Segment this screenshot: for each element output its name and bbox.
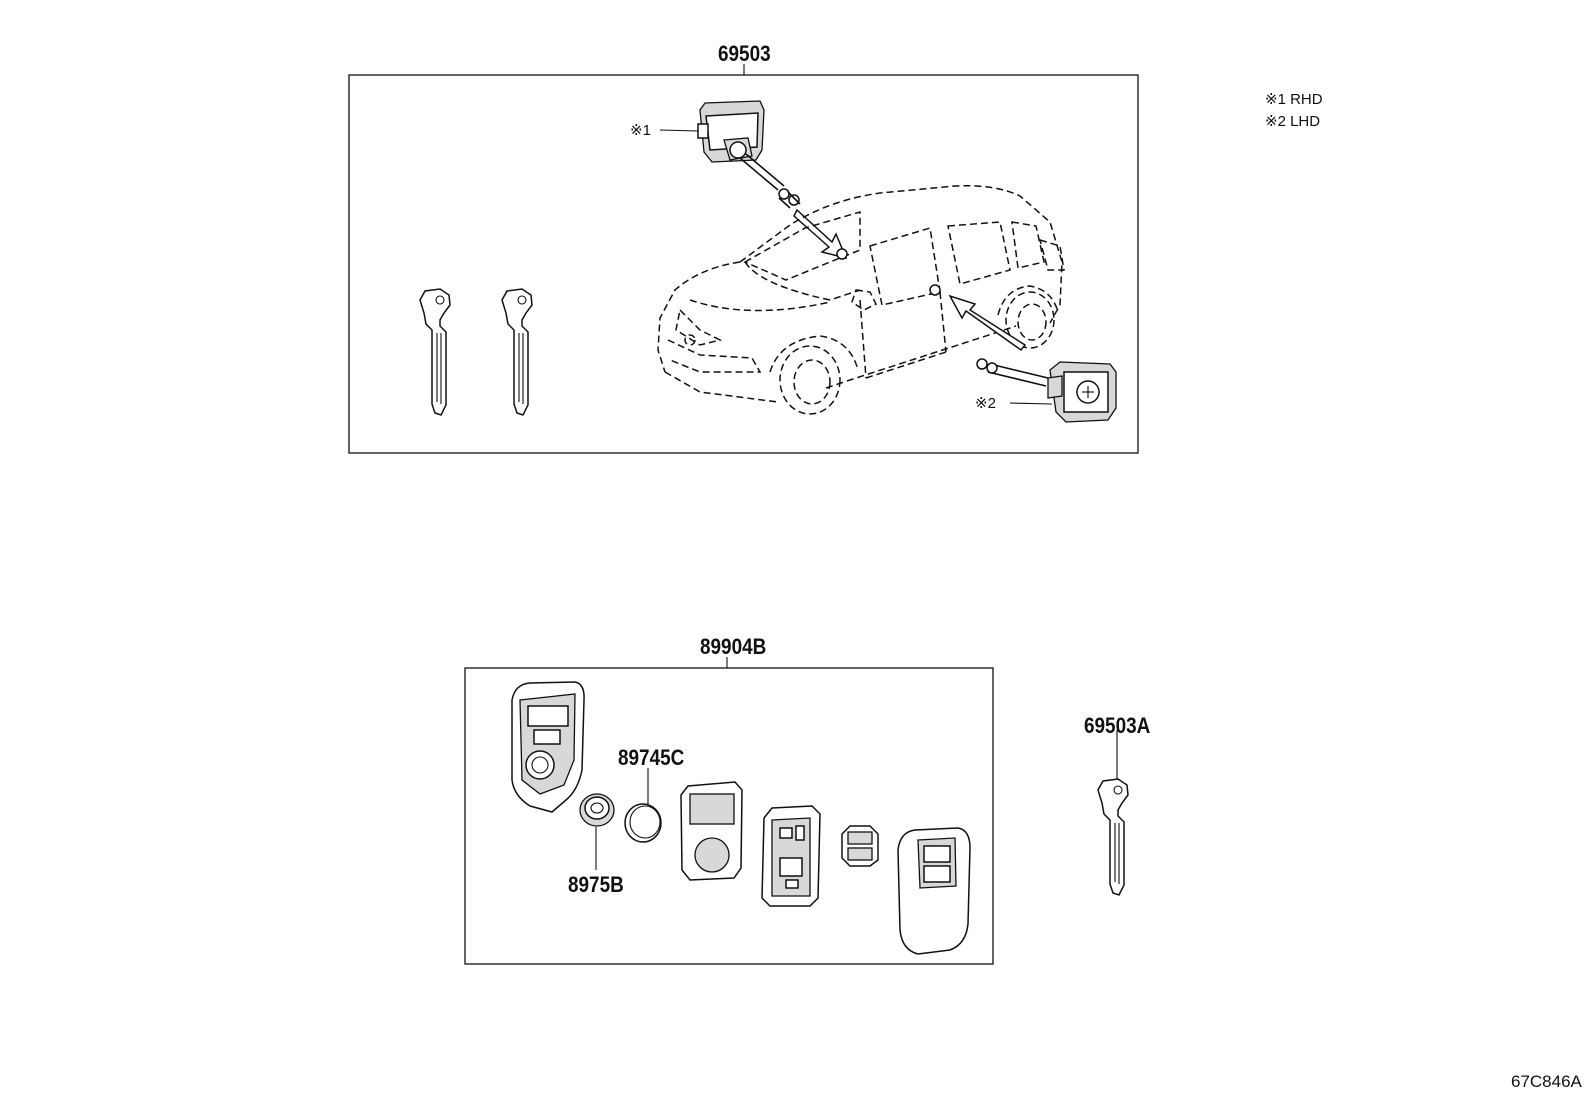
rhd-callout-leader: [659, 129, 699, 132]
legend-marker: ※1: [1265, 91, 1286, 108]
diagram-code: 67C846A: [1511, 1072, 1582, 1091]
loose-key-part-number: 69503A: [1084, 713, 1151, 738]
legend-marker: ※2: [1265, 113, 1286, 130]
emergency-key-blade: [1097, 778, 1129, 896]
rhd-pointer-arrow: [793, 208, 848, 260]
cover-part-number: 8975B: [568, 872, 624, 897]
vehicle-outline: [657, 184, 1065, 415]
top-assembly-part-number: 69503: [718, 41, 771, 66]
legend-item-lhd: ※2 LHD: [1265, 112, 1320, 130]
bottom-assembly-frame: [464, 667, 994, 965]
bottom-assembly-part-number: 89904B: [700, 634, 767, 659]
lhd-callout-leader: [1009, 402, 1053, 405]
fob-button-pad: [841, 825, 879, 867]
door-lock-cylinder-lhd: [976, 358, 1117, 423]
fob-back-case: [511, 681, 585, 813]
rhd-callout-marker: ※1: [630, 122, 651, 139]
battery-cover-part: [579, 793, 615, 827]
battery-part-number: 89745C: [618, 745, 685, 770]
lhd-callout-marker: ※2: [975, 395, 996, 412]
fob-front-case: [897, 827, 971, 955]
legend-item-rhd: ※1 RHD: [1265, 90, 1323, 108]
coin-battery-part: [624, 803, 662, 843]
door-lock-cylinder-rhd: [697, 100, 801, 209]
key-blade-right: [501, 288, 533, 416]
lhd-pointer-arrow: [948, 294, 1027, 352]
legend-text: LHD: [1290, 113, 1321, 130]
legend-text: RHD: [1290, 91, 1323, 108]
key-blade-left: [419, 288, 451, 416]
fob-inner-frame: [680, 781, 743, 881]
fob-circuit-board: [761, 805, 821, 907]
